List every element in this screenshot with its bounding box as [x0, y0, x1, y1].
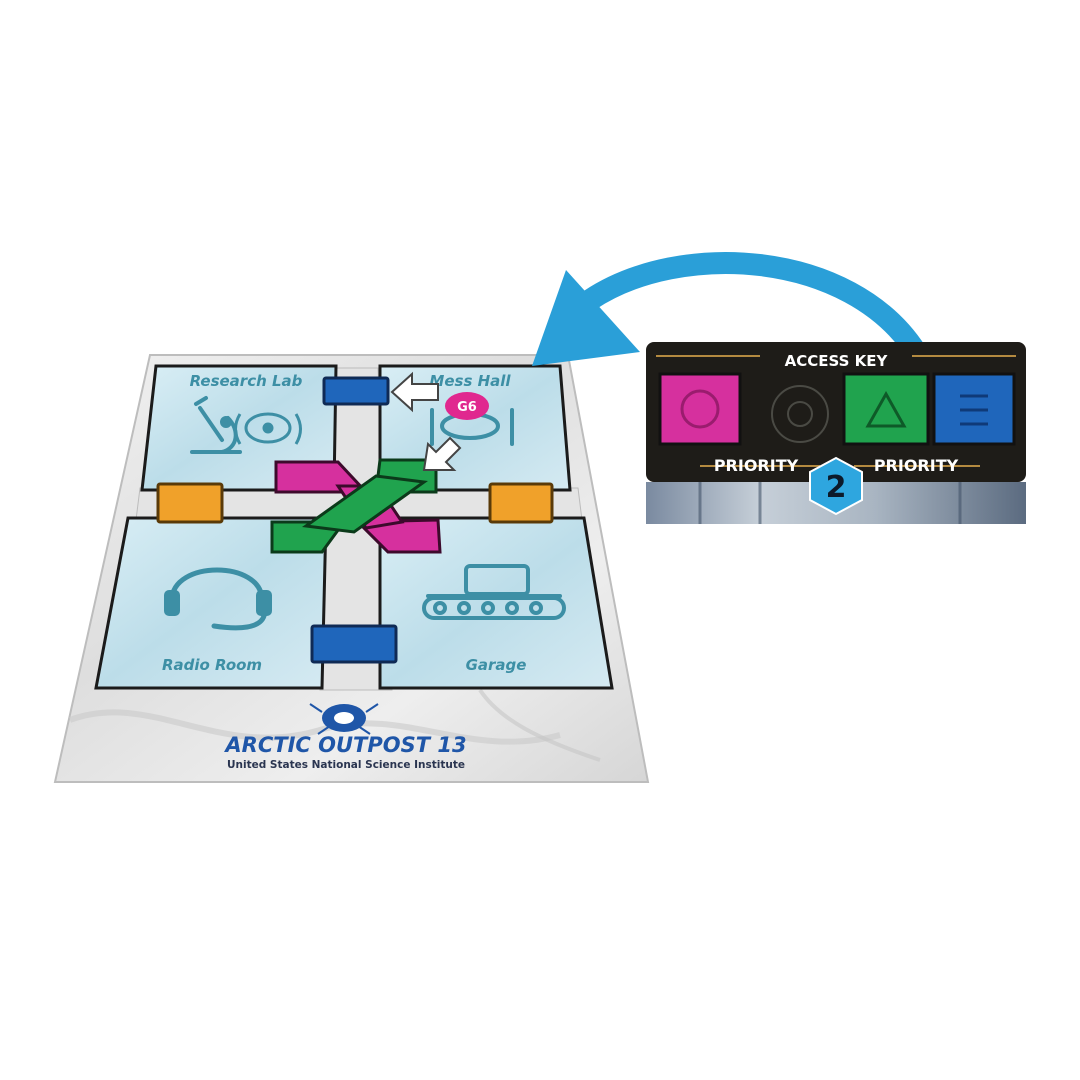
headset-icon — [164, 567, 272, 631]
priority-label-left: PRIORITY — [714, 456, 799, 475]
snowcat-icon — [422, 564, 566, 620]
triangle-icon — [865, 390, 907, 428]
priority-label-right: PRIORITY — [874, 456, 959, 475]
door-magenta-se[interactable] — [354, 518, 442, 554]
room-label-garage: Garage — [466, 656, 527, 674]
door-green-diagonal[interactable] — [302, 474, 428, 534]
room-label-radio-room: Radio Room — [162, 656, 262, 674]
arrow-pointer-icon — [390, 371, 439, 413]
key-blue[interactable] — [932, 372, 1016, 446]
svg-text:G6: G6 — [457, 400, 477, 415]
outpost-board: Research Lab Mess Hall — [53, 354, 650, 783]
curved-arrow-icon — [532, 252, 927, 366]
priority-value: 2 — [826, 470, 847, 505]
door-orange-east[interactable] — [488, 482, 554, 524]
door-blue-north[interactable] — [322, 376, 390, 406]
door-blue-south[interactable] — [310, 624, 398, 664]
card-header: ACCESS KEY — [785, 352, 889, 370]
key-magenta[interactable] — [658, 372, 742, 446]
microscope-icon — [190, 396, 242, 454]
arrow-pointer-icon — [422, 436, 462, 471]
key-green[interactable] — [842, 372, 930, 446]
badge-g6: G6 — [445, 392, 489, 420]
access-key-card[interactable]: ACCESS KEY PRIORITY PRIORITY 2 — [646, 342, 1026, 524]
bars-icon — [960, 394, 988, 426]
outpost-subtitle: United States National Science Institute — [227, 759, 465, 771]
atom-icon — [234, 412, 302, 445]
circle-icon — [680, 389, 720, 429]
door-orange-west[interactable] — [156, 482, 224, 524]
room-label-mess-hall: Mess Hall — [429, 372, 511, 390]
outpost-title: ARCTIC OUTPOST 13 — [223, 733, 466, 757]
outpost-logo-icon — [309, 703, 379, 735]
room-radio-room[interactable]: Radio Room — [94, 516, 328, 690]
room-label-research-lab: Research Lab — [190, 372, 303, 390]
priority-hexagon: 2 — [809, 456, 863, 516]
